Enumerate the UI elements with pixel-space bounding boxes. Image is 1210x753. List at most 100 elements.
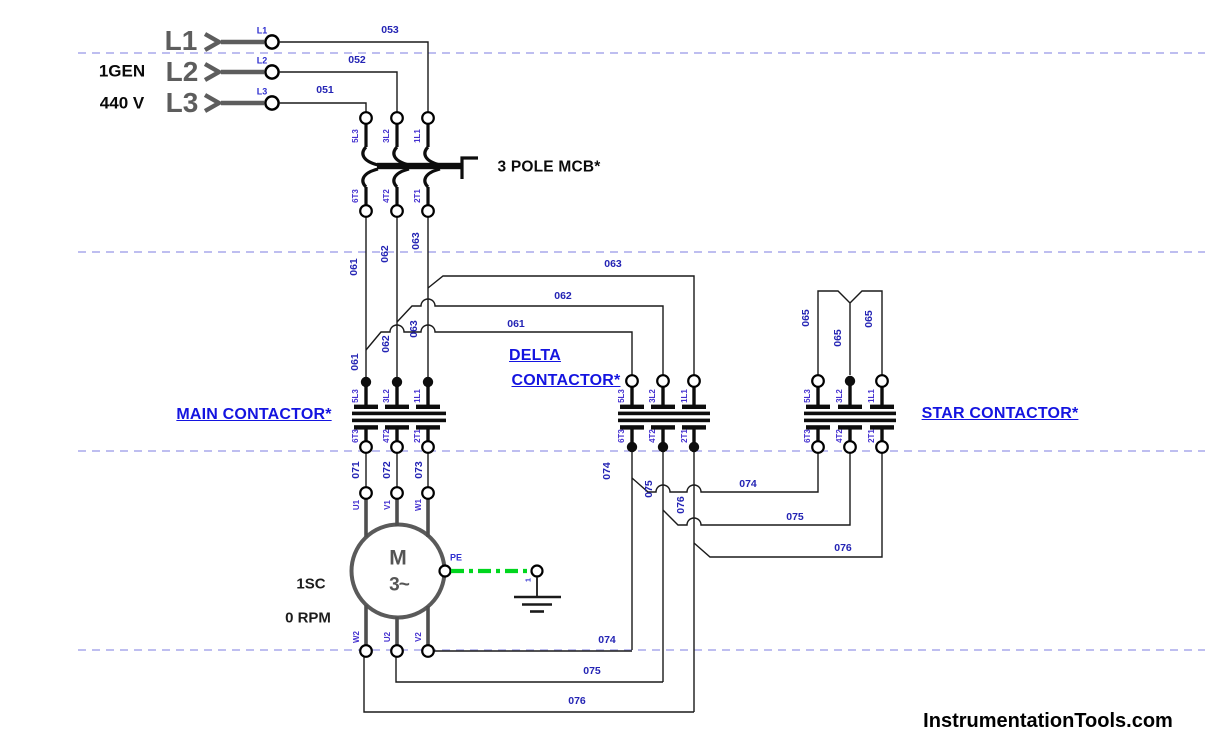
mcb-symbol: [359, 111, 478, 218]
motor-phases: 3~: [389, 574, 410, 596]
star-term-4T2: 4T2: [835, 429, 844, 443]
wire-number-074-bottom: 074: [598, 633, 616, 646]
star-term-2T1: 2T1: [867, 429, 876, 443]
source-phase-L3-big: L3: [165, 87, 199, 118]
source-name: 1GEN: [98, 61, 146, 81]
main-term-5L3: 5L3: [351, 389, 360, 403]
mcb-term-1L1: 1L1: [413, 129, 422, 143]
junction-dot: [688, 441, 700, 453]
pe-terminal: [438, 564, 452, 578]
terminal-label-L1: L1: [256, 25, 268, 36]
main-term-3L2: 3L2: [382, 389, 391, 403]
wire-number-065-mid: 065: [831, 329, 844, 347]
main-contactor-symbol: [352, 376, 446, 454]
motor-speed: 0 RPM: [285, 609, 331, 627]
wire-number-076-bottom: 076: [568, 694, 586, 707]
star-contactor-label: STAR CONTACTOR*: [921, 405, 1079, 422]
wire-number-076-vert: 076: [674, 496, 687, 514]
motor-term-U1: U1: [352, 499, 361, 511]
main-term-6T3: 6T3: [351, 429, 360, 443]
wire-number-075-branch: 075: [786, 510, 804, 523]
main-term-2T1: 2T1: [413, 429, 422, 443]
arrow-icon: [203, 32, 224, 52]
source-voltage: 440 V: [99, 93, 145, 113]
wire-number-065-left: 065: [799, 309, 812, 327]
wire-number-063-lower: 063: [407, 320, 420, 338]
star-contactor-symbol: [804, 374, 896, 454]
wire-number-063-upper: 063: [409, 232, 422, 250]
wire-number-062-upper: 062: [378, 245, 391, 263]
separator-lines: [78, 52, 1205, 651]
mcb-term-3L2: 3L2: [382, 129, 391, 143]
delta-term-6T3: 6T3: [617, 429, 626, 443]
junction-dot: [422, 376, 434, 388]
wire-number-074-vert: 074: [600, 462, 613, 480]
terminal-label-L3: L3: [256, 86, 268, 97]
mcb-handle-icon: [460, 156, 478, 179]
mcb-term-4T2: 4T2: [382, 189, 391, 203]
wire-number-071: 071: [349, 461, 362, 479]
main-contactor-label: MAIN CONTACTOR*: [176, 406, 332, 423]
motor-term-V1: V1: [383, 500, 392, 510]
mcb-term-6T3: 6T3: [351, 189, 360, 203]
wire-number-065-right: 065: [862, 310, 875, 328]
junction-dot: [626, 441, 638, 453]
star-term-5L3: 5L3: [803, 389, 812, 403]
junction-dot: [391, 376, 403, 388]
wire-number-075-bottom: 075: [583, 664, 601, 677]
wires: [279, 41, 883, 713]
wire-number-062-lower: 062: [379, 335, 392, 353]
motor-letter: M: [389, 546, 407, 570]
ground-terminal: [530, 564, 544, 578]
delta-term-4T2: 4T2: [648, 429, 657, 443]
wire-number-052: 052: [348, 53, 366, 66]
delta-contactor-symbol: [618, 374, 710, 453]
wire-number-073: 073: [412, 461, 425, 479]
motor-symbol: [349, 486, 452, 658]
wire-number-053: 053: [381, 23, 399, 36]
junction-dot: [657, 441, 669, 453]
ground-icon: [514, 577, 561, 613]
delta-term-1L1: 1L1: [680, 389, 689, 403]
wire-number-074-branch: 074: [739, 477, 757, 490]
star-term-1L1: 1L1: [867, 389, 876, 403]
delta-term-3L2: 3L2: [648, 389, 657, 403]
star-term-6T3: 6T3: [803, 429, 812, 443]
delta-term-2T1: 2T1: [680, 429, 689, 443]
terminal-label-L2: L2: [256, 55, 268, 66]
main-term-1L1: 1L1: [413, 389, 422, 403]
wire-number-061-branch: 061: [507, 317, 525, 330]
source-phase-L1-big: L1: [164, 25, 198, 56]
arrow-icon: [203, 93, 224, 113]
source-feed-lines: [203, 32, 264, 113]
wire-number-072: 072: [380, 461, 393, 479]
wire-number-075-vert: 075: [642, 480, 655, 498]
star-term-3L2: 3L2: [835, 389, 844, 403]
source-phase-L2-big: L2: [165, 56, 199, 87]
ground-terminal-label: 1: [525, 578, 533, 582]
junction-dot: [844, 375, 856, 387]
motor-term-V2: V2: [414, 632, 423, 642]
wire-number-063-branch: 063: [604, 257, 622, 270]
wire-number-051: 051: [316, 83, 334, 96]
source-terminals: [264, 34, 280, 111]
arrow-icon: [203, 62, 224, 82]
mcb-term-2T1: 2T1: [413, 189, 422, 203]
delta-term-5L3: 5L3: [617, 389, 626, 403]
junction-dot: [360, 376, 372, 388]
delta-contactor-label-line2: CONTACTOR*: [511, 372, 621, 389]
motor-term-W1: W1: [414, 499, 423, 511]
mcb-term-5L3: 5L3: [351, 129, 360, 143]
wire-number-076-branch: 076: [834, 541, 852, 554]
motor-term-U2: U2: [383, 631, 392, 643]
wire-number-061-upper: 061: [347, 258, 360, 276]
watermark: InstrumentationTools.com: [923, 710, 1173, 732]
pe-ground: [451, 564, 561, 613]
motor-term-W2: W2: [352, 631, 361, 643]
mcb-label: 3 POLE MCB*: [497, 158, 601, 176]
motor-tag: 1SC: [296, 575, 326, 593]
delta-contactor-label-line1: DELTA: [509, 347, 561, 364]
pe-label: PE: [449, 552, 463, 563]
